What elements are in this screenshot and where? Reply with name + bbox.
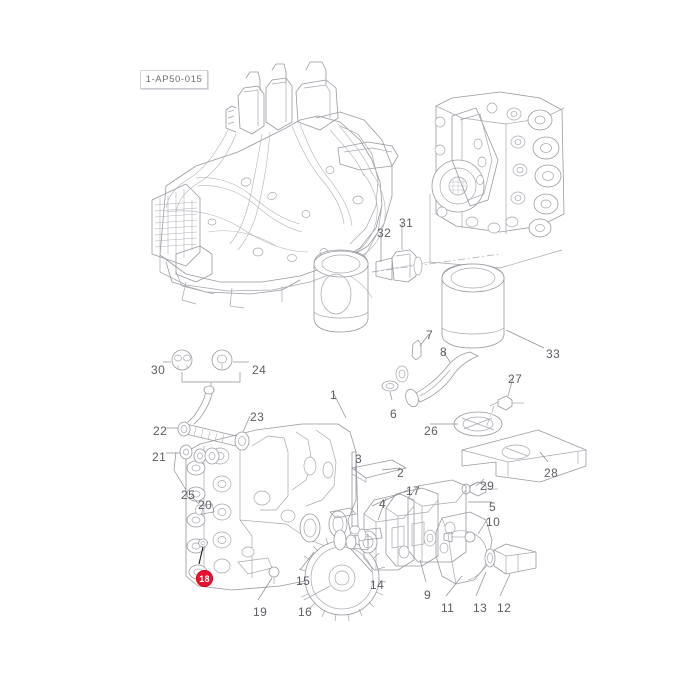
callout-number-31: 31	[399, 216, 414, 230]
callout-number-14: 14	[370, 578, 385, 592]
callout-number-29: 29	[480, 479, 495, 493]
part-code-label: 1-AP50-015	[140, 70, 208, 89]
engine-assembly-illustration	[151, 61, 399, 309]
callout-number-10: 10	[486, 515, 501, 529]
oil-filter-33-illustration	[441, 263, 505, 349]
oil-filter-32-illustration	[313, 249, 369, 333]
callout-number-13: 13	[473, 601, 488, 615]
callout-number-30: 30	[151, 363, 166, 377]
callout-number-6: 6	[390, 407, 398, 421]
callout-number-16: 16	[298, 605, 313, 619]
callout-number-15: 15	[296, 574, 311, 588]
callout-number-21: 21	[152, 450, 167, 464]
small-hardware-illustration	[329, 380, 407, 542]
valve-block-illustration	[371, 91, 565, 273]
pump-bracket-11-illustration	[435, 511, 537, 585]
callout-number-1: 1	[330, 388, 338, 402]
callout-number-8: 8	[440, 345, 448, 359]
drive-gear-16-illustration	[297, 534, 387, 622]
callout-number-17: 17	[406, 484, 421, 498]
callout-number-9: 9	[424, 588, 432, 602]
callout-number-2: 2	[397, 466, 405, 480]
callout-number-28: 28	[544, 466, 559, 480]
linkage-assembly-illustration	[171, 349, 250, 516]
callout-number-19: 19	[253, 605, 268, 619]
fitting-31-illustration	[375, 249, 423, 283]
callout-number-3: 3	[355, 452, 363, 466]
callout-number-22: 22	[153, 424, 168, 438]
callout-number-33: 33	[546, 347, 561, 361]
cover-plate-28-illustration	[453, 395, 587, 497]
callout-number-25: 25	[181, 488, 196, 502]
callout-number-7: 7	[426, 328, 434, 342]
callout-number-32: 32	[377, 226, 392, 240]
callout-number-5: 5	[489, 500, 497, 514]
callout-number-27: 27	[508, 372, 523, 386]
callout-number-11: 11	[441, 601, 455, 615]
callout-number-20: 20	[198, 498, 213, 512]
callout-leader-lines	[163, 222, 549, 601]
callout-number-26: 26	[424, 424, 439, 438]
highlighted-part-badge[interactable]: 18	[196, 570, 213, 587]
callout-number-24: 24	[252, 363, 267, 377]
callout-number-12: 12	[497, 601, 512, 615]
callout-number-4: 4	[379, 497, 387, 511]
callout-number-23: 23	[250, 410, 265, 424]
tube-8-illustration	[395, 339, 479, 408]
